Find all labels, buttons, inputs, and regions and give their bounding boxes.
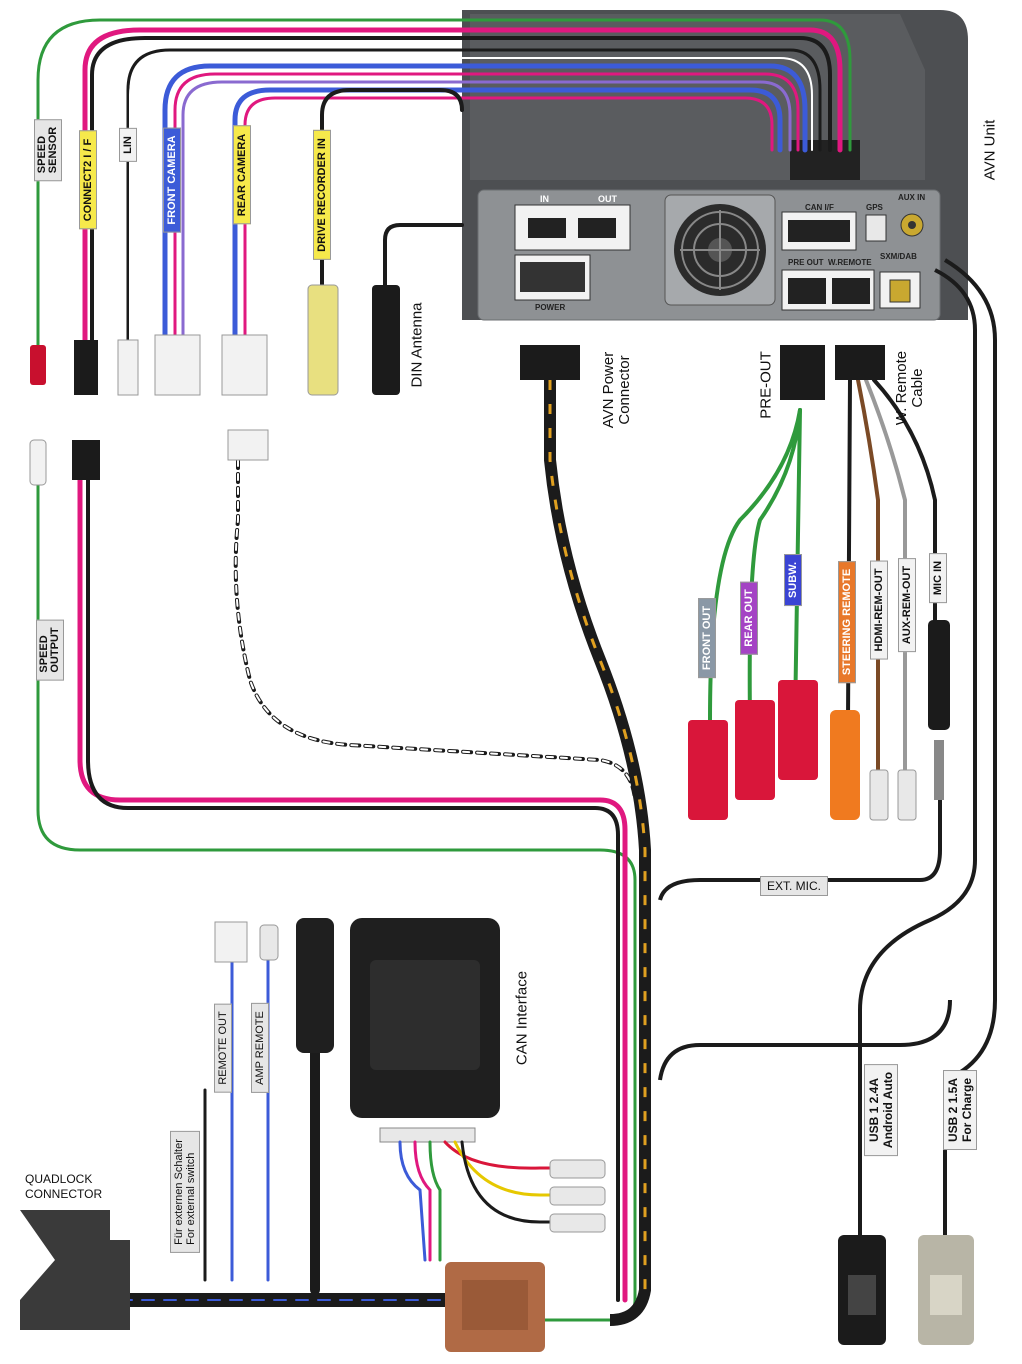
tag-speed-output-line2: OUTPUT xyxy=(49,627,61,673)
speed-output-wires xyxy=(36,458,637,1322)
preout-connectors xyxy=(688,345,950,821)
usb2-line2: For Charge xyxy=(960,1078,974,1143)
tag-remote-out: REMOTE OUT xyxy=(214,1003,232,1093)
label-avn-unit: AVN Unit xyxy=(981,119,999,181)
panel-wremote-label: W.REMOTE xyxy=(828,258,872,267)
usb1-line2: Android Auto xyxy=(881,1071,895,1149)
tag-amp-remote: AMP REMOTE xyxy=(251,1003,269,1093)
lower-left-connectors xyxy=(20,918,545,1352)
usb2-line1: USB 2 1.5A xyxy=(946,1077,960,1143)
tag-usb1: USB 1 2.4A Android Auto xyxy=(864,1063,898,1157)
tag-speed-sensor-line2: SENSOR xyxy=(47,126,59,174)
tag-aux-rem-out: AUX-REM-OUT xyxy=(898,557,916,653)
panel-gps-label: GPS xyxy=(866,203,883,212)
main-harness xyxy=(544,380,952,1326)
tag-lin: LIN xyxy=(119,128,137,162)
tag-usb2: USB 2 1.5A For Charge xyxy=(943,1069,977,1151)
label-can-interface: CAN Interface xyxy=(513,970,531,1066)
switch-label-en: For external switch xyxy=(185,1152,197,1245)
tag-connect2: CONNECT2 I / F xyxy=(79,130,97,230)
label-avn-power-line2: Connector xyxy=(616,355,633,425)
quadlock-line1: QUADLOCK xyxy=(25,1172,93,1186)
tag-front-out: FRONT OUT xyxy=(698,597,716,679)
tag-external-switch: Für externen Schalter For external switc… xyxy=(170,1131,200,1253)
tag-rear-camera: REAR CAMERA xyxy=(233,125,251,225)
top-harness-wires xyxy=(36,18,852,353)
label-ext-mic: EXT. MIC. xyxy=(760,876,829,896)
tag-front-camera: FRONT CAMERA xyxy=(163,127,181,233)
tag-rear-out: REAR OUT xyxy=(740,581,758,655)
spade-connectors xyxy=(549,1159,606,1233)
label-w-remote-cable: W. Remote Cable xyxy=(893,350,926,426)
label-quadlock: QUADLOCK CONNECTOR xyxy=(25,1172,102,1202)
quadlock-line2: CONNECTOR xyxy=(25,1187,103,1201)
label-avn-power-line1: AVN Power xyxy=(600,351,617,429)
tag-speed-sensor: SPEED SENSOR xyxy=(34,118,62,182)
panel-can-label: CAN I/F xyxy=(805,203,834,212)
usb-cables xyxy=(858,258,997,1240)
panel-preout-label: PRE OUT xyxy=(788,258,824,267)
panel-out-label: OUT xyxy=(598,194,617,204)
can-interface-graphic xyxy=(350,918,500,1143)
usb-connectors xyxy=(838,1235,974,1345)
label-din-antenna: DIN Antenna xyxy=(408,302,426,388)
panel-in-label: IN xyxy=(540,194,549,204)
label-w-remote-line1: W. Remote xyxy=(893,350,910,426)
top-connectors-graphic xyxy=(30,284,580,396)
can-wires xyxy=(398,1140,557,1262)
usb1-line1: USB 1 2.4A xyxy=(867,1077,881,1143)
panel-sxm-label: SXM/DAB xyxy=(880,252,917,261)
label-avn-power-connector: AVN Power Connector xyxy=(600,351,633,429)
speed-output-connectors xyxy=(29,429,269,486)
panel-power-label: POWER xyxy=(535,303,566,312)
label-pre-out: PRE-OUT xyxy=(757,351,775,419)
tag-subw: SUBW. xyxy=(784,553,802,607)
tag-hdmi-rem-out: HDMI-REM-OUT xyxy=(870,560,888,660)
panel-aux-label: AUX IN xyxy=(898,193,926,202)
label-w-remote-line2: Cable xyxy=(909,368,926,408)
tag-steering-remote: STEERING REMOTE xyxy=(838,560,856,684)
avn-unit-graphic xyxy=(462,10,968,321)
tag-drive-recorder: DRIVE RECORDER IN xyxy=(313,130,331,260)
tag-speed-output: SPEED OUTPUT xyxy=(36,619,64,681)
switch-label-de: Für externen Schalter xyxy=(173,1139,185,1245)
tag-mic-in: MIC IN xyxy=(929,552,947,604)
